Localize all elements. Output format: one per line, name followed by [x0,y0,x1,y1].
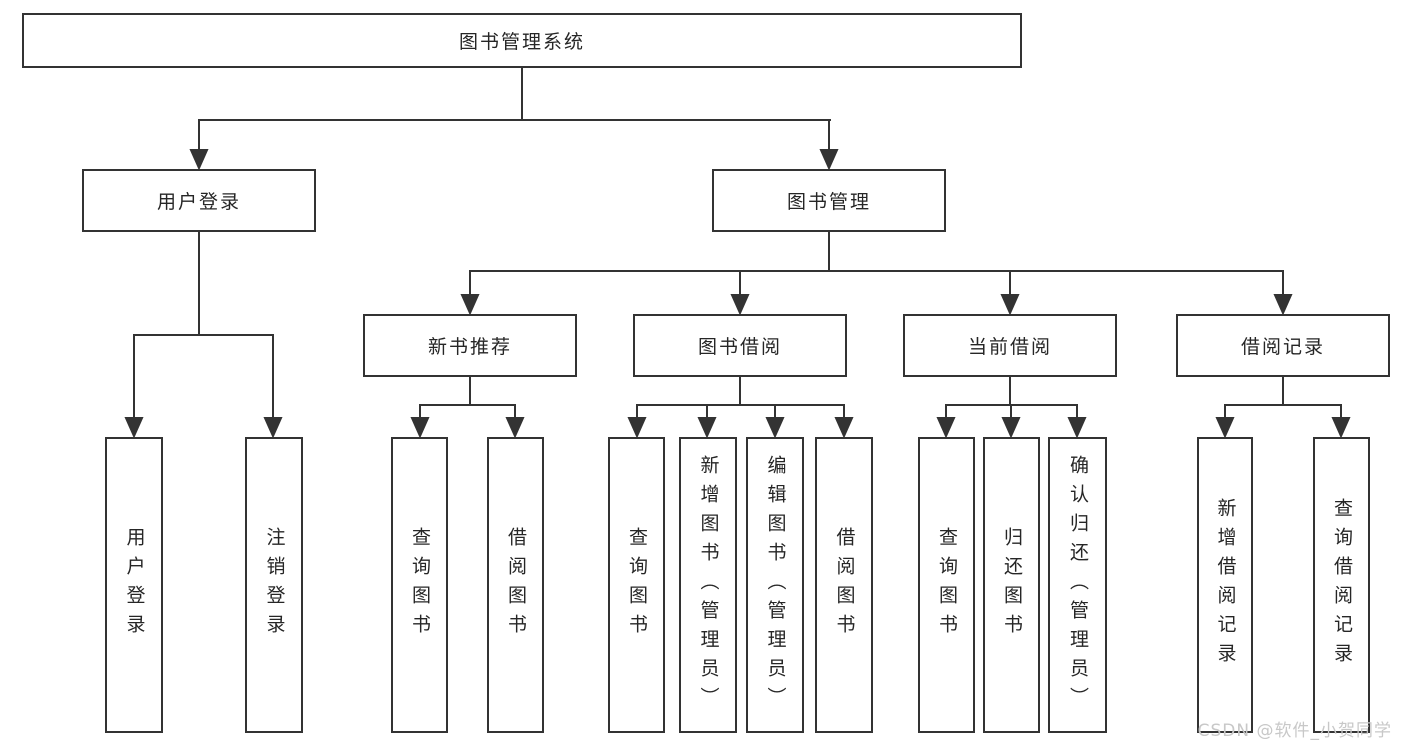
leaf-label: 归还图书 [1001,527,1023,643]
leaf-confirm-return-admin: 确认归还（管理员） [1048,437,1107,733]
leaf-label: 查询图书 [626,527,648,643]
leaf-label: 查询图书 [409,527,431,643]
leaf-user-login: 用户登录 [105,437,163,733]
node-book-management: 图书管理 [712,169,946,232]
leaf-add-borrow-record: 新增借阅记录 [1197,437,1253,733]
leaf-label: 确认归还（管理员） [1067,454,1089,716]
leaf-label: 新增图书（管理员） [697,454,720,716]
leaf-query-books-recommend: 查询图书 [391,437,448,733]
leaf-borrow-books-recommend: 借阅图书 [487,437,544,733]
node-borrowing-records: 借阅记录 [1176,314,1390,377]
node-library-management-system: 图书管理系统 [22,13,1022,68]
csdn-watermark: CSDN @软件_小贺同学 [1197,721,1392,741]
leaf-add-book-admin: 新增图书（管理员） [679,437,737,733]
leaf-label: 借阅图书 [833,527,856,643]
leaf-label: 查询图书 [936,527,958,643]
leaf-label: 注销登录 [263,527,286,643]
leaf-label: 借阅图书 [505,527,527,643]
leaf-label: 新增借阅记录 [1214,498,1237,672]
leaf-label: 查询借阅记录 [1331,498,1353,672]
leaf-return-books: 归还图书 [983,437,1040,733]
leaf-edit-book-admin: 编辑图书（管理员） [746,437,804,733]
node-user-login: 用户登录 [82,169,316,232]
node-current-borrowing: 当前借阅 [903,314,1117,377]
leaf-label: 编辑图书（管理员） [764,454,787,716]
leaf-borrow-books-borrowing: 借阅图书 [815,437,873,733]
node-book-borrowing: 图书借阅 [633,314,847,377]
leaf-query-books-current: 查询图书 [918,437,975,733]
leaf-label: 用户登录 [123,527,146,643]
leaf-logout: 注销登录 [245,437,303,733]
leaf-query-books-borrowing: 查询图书 [608,437,665,733]
node-new-book-recommendation: 新书推荐 [363,314,577,377]
leaf-query-borrow-record: 查询借阅记录 [1313,437,1370,733]
